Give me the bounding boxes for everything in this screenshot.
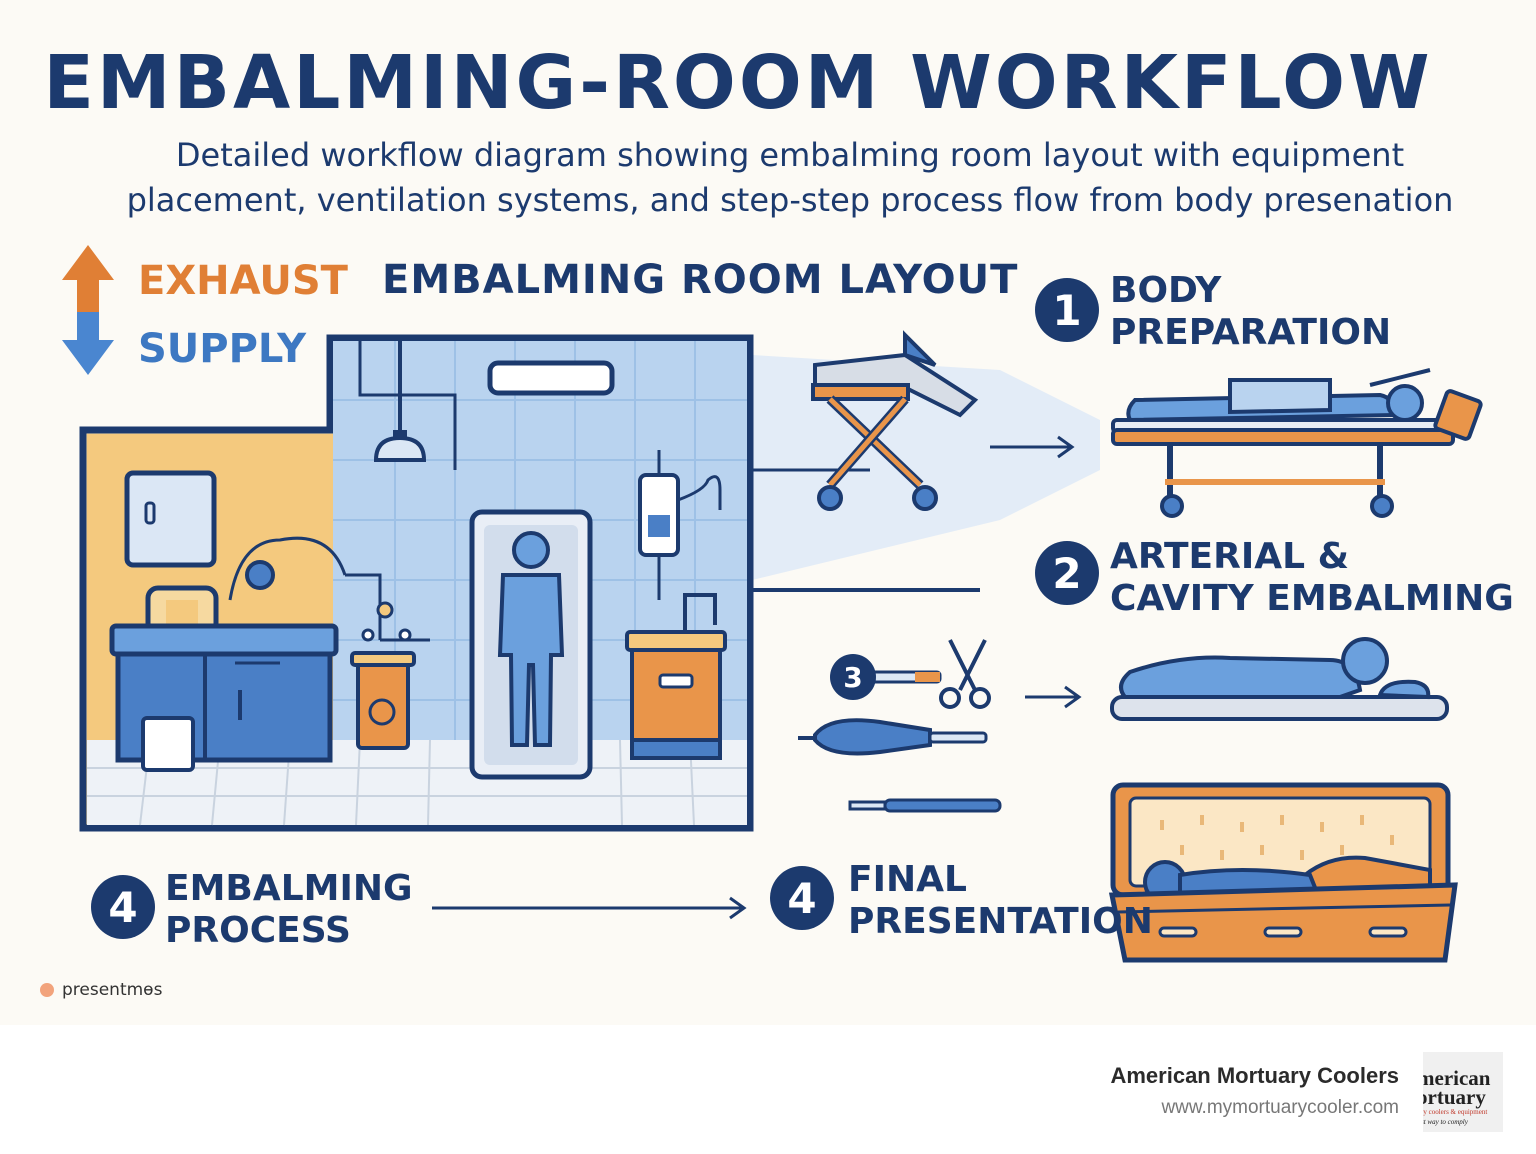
step-label-line: BODY — [1110, 270, 1222, 311]
final-presentation-label: FINAL PRESENTATION — [848, 859, 1153, 943]
stretcher-illustration — [811, 330, 979, 511]
watermark: presentmɵs — [40, 980, 162, 1000]
logo-tagline: ry coolers & equipment — [1423, 1108, 1488, 1116]
supply-arrow-icon — [62, 312, 114, 375]
watermark-text: presentmɵs — [62, 980, 163, 1000]
logo-text: ortuary — [1423, 1085, 1486, 1109]
step-label-line: ARTERIAL & — [1110, 536, 1349, 577]
step-badge: 2 — [1035, 541, 1099, 605]
step-4-label: EMBALMING PROCESS — [165, 868, 413, 952]
step-badge: 3 — [830, 654, 876, 700]
brand-logo: merican ortuary ry coolers & equipment s… — [1423, 1052, 1503, 1132]
step-label-line: FINAL — [848, 859, 967, 900]
watermark-dot-icon — [40, 983, 54, 997]
brand-name: American Mortuary Coolers — [1110, 1063, 1399, 1088]
embalming-room-illustration — [79, 334, 754, 832]
step-label-line: PROCESS — [165, 910, 351, 951]
page-subtitle: Detailed workflow diagram showing embalm… — [100, 133, 1480, 223]
logo-text: merican — [1423, 1066, 1491, 1090]
step-label-line: CAVITY EMBALMING — [1110, 578, 1514, 619]
logo-tagline: st way to comply — [1423, 1118, 1468, 1126]
exhaust-arrow-icon — [62, 245, 114, 312]
embalming-tools-illustration — [798, 639, 1002, 813]
exhaust-label: EXHAUST — [138, 258, 348, 304]
step-label-line: EMBALMING — [165, 868, 413, 909]
casket-illustration — [1108, 782, 1458, 963]
step-badge: 1 — [1035, 278, 1099, 342]
step-label-line: PRESENTATION — [848, 901, 1153, 942]
subtitle-line: Detailed workflow diagram showing embalm… — [175, 136, 1405, 174]
supply-label: SUPPLY — [138, 326, 307, 372]
page-title: EMBALMING-ROOM WORKFLOW — [43, 40, 1433, 126]
embalmed-body-illustration — [1110, 637, 1449, 721]
prepared-body-illustration — [1111, 368, 1483, 518]
brand-url[interactable]: www.mymortuarycooler.com — [1161, 1097, 1399, 1118]
room-layout-title: EMBALMING ROOM LAYOUT — [382, 257, 1019, 303]
step-1-label: BODY PREPARATION — [1110, 270, 1391, 354]
step-label-line: PREPARATION — [1110, 312, 1392, 353]
step-2-label: ARTERIAL & CAVITY EMBALMING — [1110, 536, 1514, 620]
step-badge: 4 — [91, 875, 155, 939]
subtitle-line: placement, ventilation systems, and step… — [126, 181, 1454, 219]
step-badge: 4 — [770, 866, 834, 930]
